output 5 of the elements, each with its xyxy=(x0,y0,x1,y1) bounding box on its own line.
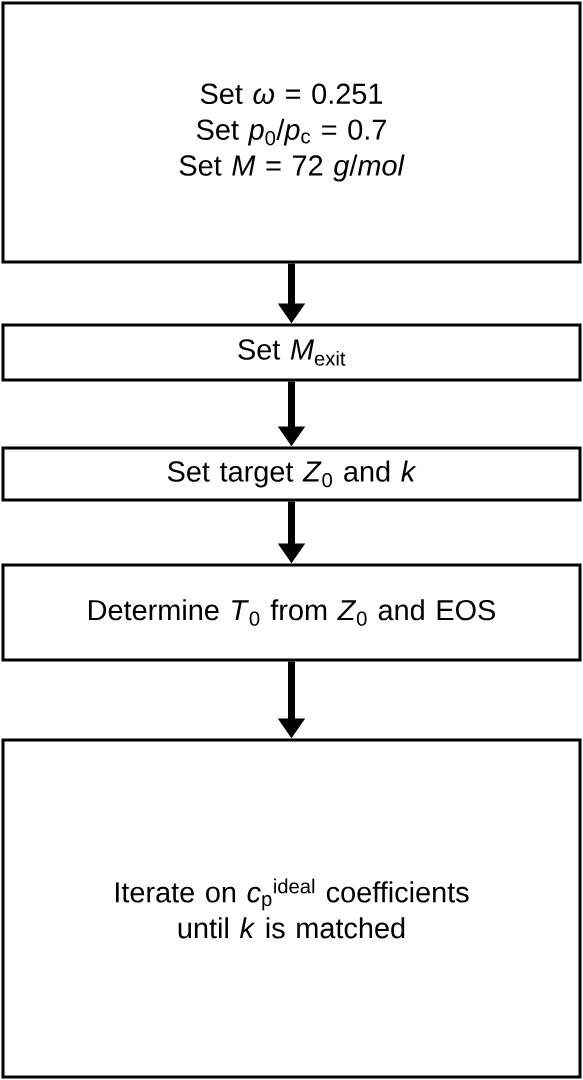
process-box: Set M$_{exit}$ xyxy=(1,323,582,382)
process-box: Determine T$_{0}$ from Z$_{0}$ and EOS xyxy=(1,563,582,662)
process-box: Set ω = 0.251 Set p$_{0}$/p$_{c}$ = 0.7 Set M = 72 g/mol xyxy=(1,1,582,264)
process-box: Set target Z$_{0}$ and k xyxy=(1,446,582,502)
process-box: Iterate on c$_{p}$$^{ideal}$ coefficients until k is matched xyxy=(1,738,582,1079)
